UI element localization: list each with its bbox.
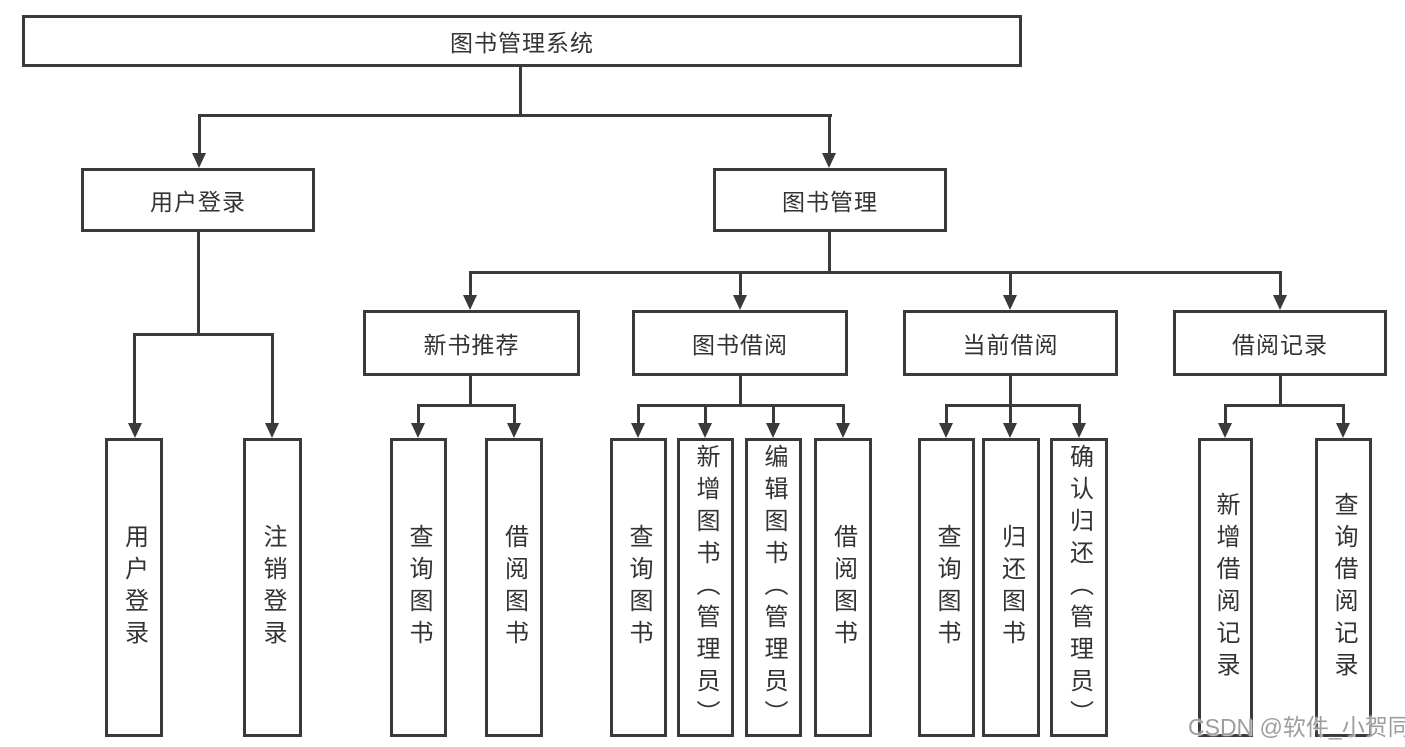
arrow-down-icon xyxy=(411,423,425,438)
arrow-down-icon xyxy=(766,423,780,438)
connector-new-book-recommend-crossbar xyxy=(417,404,516,407)
leaf-query-borrow-record: 查询借阅记录 xyxy=(1315,438,1372,737)
connector-borrowing-records-crossbar xyxy=(1224,404,1345,407)
leaf-label: 注销登录 xyxy=(259,523,286,652)
arrow-down-icon xyxy=(265,423,279,438)
node-library-management-system: 图书管理系统 xyxy=(22,15,1022,67)
connector-leaf xyxy=(417,404,420,425)
connector-level3-crossbar xyxy=(469,271,1282,274)
connector-current-borrowing-crossbar xyxy=(945,404,1081,407)
connector-level2-crossbar xyxy=(198,114,832,117)
node-label: 借阅记录 xyxy=(1232,332,1328,358)
connector-leaf xyxy=(637,404,640,425)
connector-current-borrowing-stem xyxy=(1009,374,1012,406)
arrow-down-icon xyxy=(128,423,142,438)
node-book-management: 图书管理 xyxy=(713,168,947,232)
arrow-down-icon xyxy=(507,423,521,438)
leaf-label: 确认归还（管理员） xyxy=(1065,443,1093,732)
node-new-book-recommend: 新书推荐 xyxy=(363,310,580,376)
arrow-down-icon xyxy=(192,153,206,168)
leaf-query-books-recommend: 查询图书 xyxy=(390,438,447,737)
connector-borrowing-records-stem xyxy=(1279,374,1282,406)
connector-leaf xyxy=(704,404,707,425)
connector-root-stem xyxy=(519,65,522,116)
arrow-down-icon xyxy=(698,423,712,438)
connector-leaf xyxy=(1009,404,1012,425)
connector-user-login-stem xyxy=(197,230,200,335)
connector-to-book-management xyxy=(828,114,831,154)
node-current-borrowing: 当前借阅 xyxy=(903,310,1118,376)
node-label: 用户登录 xyxy=(150,189,246,215)
leaf-borrow-books-recommend: 借阅图书 xyxy=(485,438,543,737)
node-user-login: 用户登录 xyxy=(81,168,315,232)
connector-to-leaf-logout xyxy=(271,333,274,424)
leaf-label: 新增借阅记录 xyxy=(1212,491,1239,684)
connector-book-borrowing-stem xyxy=(739,374,742,406)
connector-to-borrowing-records xyxy=(1279,271,1282,298)
connector-to-current-borrowing xyxy=(1009,271,1012,298)
leaf-label: 查询图书 xyxy=(405,523,432,652)
connector-leaf xyxy=(772,404,775,425)
arrow-down-icon xyxy=(822,153,836,168)
leaf-label: 归还图书 xyxy=(997,523,1025,652)
node-label: 图书管理系统 xyxy=(450,30,594,56)
arrow-down-icon xyxy=(1003,423,1017,438)
leaf-return-books: 归还图书 xyxy=(982,438,1040,737)
leaf-label: 借阅图书 xyxy=(829,523,857,652)
leaf-add-borrow-record: 新增借阅记录 xyxy=(1198,438,1253,737)
leaf-label: 查询图书 xyxy=(625,523,652,652)
arrow-down-icon xyxy=(1336,423,1350,438)
connector-leaf xyxy=(842,404,845,425)
node-label: 图书借阅 xyxy=(692,332,788,358)
leaf-confirm-return-admin: 确认归还（管理员） xyxy=(1050,438,1108,737)
leaf-add-books-admin: 新增图书（管理员） xyxy=(677,438,734,737)
leaf-label: 编辑图书（管理员） xyxy=(760,443,787,732)
connector-to-leaf-user-login xyxy=(133,333,136,424)
leaf-label: 用户登录 xyxy=(120,523,148,652)
leaf-user-login: 用户登录 xyxy=(105,438,163,737)
leaf-edit-books-admin: 编辑图书（管理员） xyxy=(745,438,802,737)
connector-leaf xyxy=(945,404,948,425)
connector-to-new-book-recommend xyxy=(469,271,472,298)
connector-leaf xyxy=(1224,404,1227,425)
arrow-down-icon xyxy=(1003,295,1017,310)
connector-to-book-borrowing xyxy=(739,271,742,298)
arrow-down-icon xyxy=(939,423,953,438)
leaf-query-books-current: 查询图书 xyxy=(918,438,975,737)
node-book-borrowing: 图书借阅 xyxy=(632,310,848,376)
csdn-watermark: CSDN @软件_小贺同学 xyxy=(1188,714,1405,740)
leaf-query-books-borrowing: 查询图书 xyxy=(610,438,667,737)
leaf-logout: 注销登录 xyxy=(243,438,302,737)
connector-to-user-login xyxy=(198,114,201,154)
arrow-down-icon xyxy=(1072,423,1086,438)
arrow-down-icon xyxy=(631,423,645,438)
arrow-down-icon xyxy=(836,423,850,438)
connector-user-login-crossbar xyxy=(133,333,274,336)
node-label: 当前借阅 xyxy=(962,332,1059,358)
connector-book-borrowing-crossbar xyxy=(637,404,845,407)
arrow-down-icon xyxy=(733,295,747,310)
arrow-down-icon xyxy=(1218,423,1232,438)
arrow-down-icon xyxy=(463,295,477,310)
node-label: 图书管理 xyxy=(782,189,878,215)
leaf-label: 新增图书（管理员） xyxy=(692,443,719,732)
connector-new-book-recommend-stem xyxy=(469,374,472,406)
connector-book-management-stem xyxy=(828,230,831,274)
leaf-label: 借阅图书 xyxy=(500,523,528,652)
arrow-down-icon xyxy=(1273,295,1287,310)
node-borrowing-records: 借阅记录 xyxy=(1173,310,1387,376)
node-label: 新书推荐 xyxy=(423,332,520,358)
connector-leaf xyxy=(513,404,516,425)
connector-leaf xyxy=(1078,404,1081,425)
leaf-borrow-books: 借阅图书 xyxy=(814,438,872,737)
leaf-label: 查询图书 xyxy=(933,523,960,652)
leaf-label: 查询借阅记录 xyxy=(1330,491,1357,684)
connector-leaf xyxy=(1342,404,1345,425)
